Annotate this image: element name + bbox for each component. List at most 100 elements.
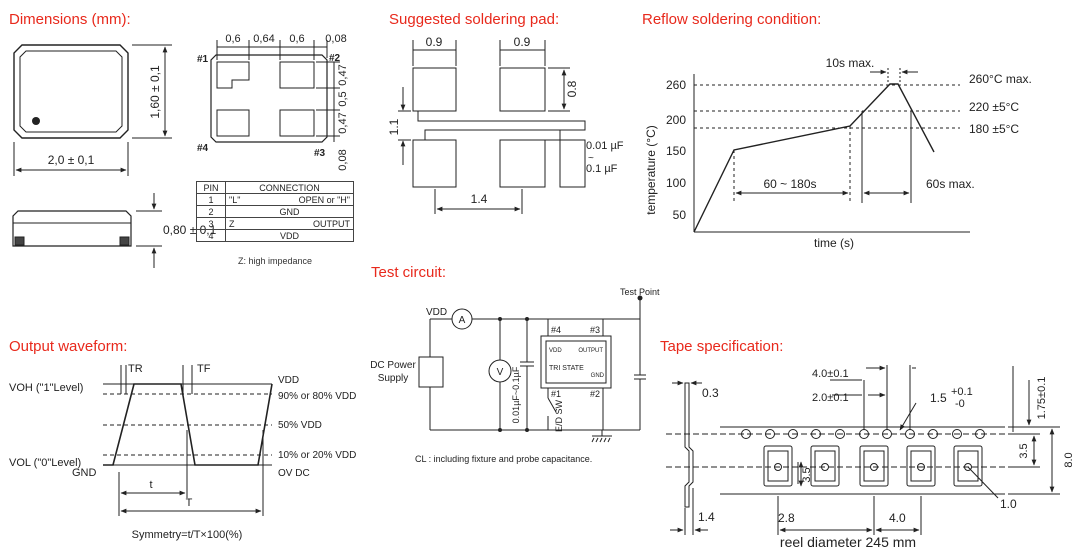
reflow-preheat-label: 60 ~ 180s (763, 177, 816, 191)
cap-range-label: 0.01µF~0.1µF (511, 366, 521, 423)
reflow-ylabel: temperature (°C) (644, 125, 658, 215)
test-circuit-drawing (418, 298, 646, 437)
power-supply-label-1: DC Power (370, 360, 416, 371)
dimensions-title: Dimensions (mm): (9, 11, 131, 28)
pad-height-dimensions (316, 61, 340, 142)
cap-range-sep: ~ (588, 153, 594, 164)
cap-001-label: 0.01 µF (586, 140, 624, 152)
chip-pin-4: #4 (551, 325, 561, 335)
connection-cell: VDD (225, 229, 354, 242)
pad-h-label: 0.8 (565, 80, 579, 97)
reel-diameter-label: reel diameter 245 mm (780, 534, 916, 550)
chip-pin-3: #3 (590, 325, 600, 335)
chip-pin-1: #1 (551, 389, 561, 399)
table-row: 3 Z OUTPUT (196, 217, 354, 230)
pad-width-3: 0,6 (289, 33, 304, 45)
connection-cell: "L" OPEN or "H" (225, 193, 354, 206)
test-point-label: Test Point (620, 287, 660, 297)
pad-w1-label: 0.9 (426, 35, 443, 49)
vdd-level-label: VDD (278, 375, 299, 386)
pad-width-4: 0,08 (325, 33, 346, 45)
vol-label: VOL ("0"Level) (9, 457, 81, 469)
tape-15-label: 1.5 (930, 391, 947, 405)
ground-symbol (591, 437, 611, 443)
table-row: 2 GND (196, 205, 354, 218)
ov-label: OV DC (278, 468, 310, 479)
chip-output-label: OUTPUT (578, 348, 603, 354)
pad-spacing-label: 1.4 (471, 192, 488, 206)
tape-spec-title: Tape specification: (660, 338, 784, 355)
reflow-ytick-150: 150 (666, 144, 686, 158)
node-dot (525, 428, 529, 432)
connection-cell: GND (225, 205, 354, 218)
test-circuit-note: CL : including fixture and probe capacit… (415, 454, 592, 464)
power-supply-symbol (418, 356, 444, 388)
width-dimension (13, 142, 129, 176)
reflow-ytick-260: 260 (666, 78, 686, 92)
level-50-label: 50% VDD (278, 420, 322, 431)
t-small-label: t (149, 479, 152, 491)
reflow-xlabel: time (s) (814, 236, 854, 250)
node-dot (498, 317, 502, 321)
voltmeter-label: V (497, 367, 504, 378)
tape-20-label: 2.0±0.1 (812, 392, 849, 404)
reflow-profile (693, 83, 935, 233)
pad-width-2: 0,64 (253, 33, 274, 45)
symmetry-label: Symmetry=t/T×100(%) (132, 529, 243, 541)
thickness-dimension (136, 193, 162, 268)
connection-right: OPEN or "H" (298, 194, 350, 205)
pin-number: 1 (196, 193, 226, 206)
node-dot (498, 428, 502, 432)
reflow-10s-label: 10s max. (826, 56, 875, 70)
chip-vdd-label: VDD (549, 348, 562, 354)
connection-header: CONNECTION (225, 181, 354, 194)
tape-35b-label: 3.5 (801, 467, 813, 482)
chip-pin-2: #2 (590, 389, 600, 399)
pin-number: 3 (196, 217, 226, 230)
package-bottom-view (210, 54, 328, 143)
switch-label: E/D SW (554, 400, 564, 433)
pin-header: PIN (196, 181, 226, 194)
pad-width-1: 0,6 (225, 33, 240, 45)
tape-10-label: 1.0 (1000, 497, 1017, 511)
pad-w2-label: 0.9 (514, 35, 531, 49)
voh-label: VOH ("1"Level) (9, 382, 83, 394)
output-waveform-title: Output waveform: (9, 338, 128, 355)
connection-left: Z (229, 218, 235, 229)
pin-mark-4: #4 (197, 143, 209, 154)
node-dot (525, 317, 529, 321)
pin-connection-table: PIN CONNECTION 1 "L" OPEN or "H" 2 GND 3 … (196, 181, 354, 242)
pin-mark-1: #1 (197, 54, 209, 65)
connection-right: OUTPUT (313, 218, 350, 229)
connection-cell: Z OUTPUT (225, 217, 354, 230)
pad-gap-label: 1.1 (387, 118, 401, 135)
reflow-180-label: 180 ±5°C (969, 122, 1019, 136)
vdd-label: VDD (426, 307, 447, 318)
tape-15-minus: -0 (955, 398, 965, 410)
pin-mark-3: #3 (314, 148, 326, 159)
pad-height-3: 0,47 (337, 112, 349, 133)
reflow-60s-label: 60s max. (926, 177, 975, 191)
tape-80-label: 8.0 (1063, 452, 1075, 467)
pad-width-dimensions (216, 40, 328, 60)
test-point-dot (637, 295, 643, 301)
pin-number: 2 (196, 205, 226, 218)
soldering-pad-title: Suggested soldering pad: (389, 11, 560, 28)
oscillator-chip (540, 335, 612, 389)
tape-top-view (666, 365, 1060, 535)
pin-mark-2: #2 (329, 53, 341, 64)
tf-label: TF (197, 363, 211, 375)
pin-number: 4 (196, 229, 226, 242)
level-10-label: 10% or 20% VDD (278, 450, 356, 461)
connection-left: "L" (229, 194, 241, 205)
solder-pad-drawing (398, 40, 586, 214)
reflow-title: Reflow soldering condition: (642, 11, 822, 28)
tape-side-view (670, 380, 708, 535)
package-side-view (12, 210, 132, 247)
width-label: 2,0 ± 0,1 (48, 153, 95, 167)
tape-40-label: 4.0±0.1 (812, 368, 849, 380)
table-row: 1 "L" OPEN or "H" (196, 193, 354, 206)
tape-14-label: 1.4 (698, 510, 715, 524)
chip-gnd-label: GND (591, 373, 605, 379)
